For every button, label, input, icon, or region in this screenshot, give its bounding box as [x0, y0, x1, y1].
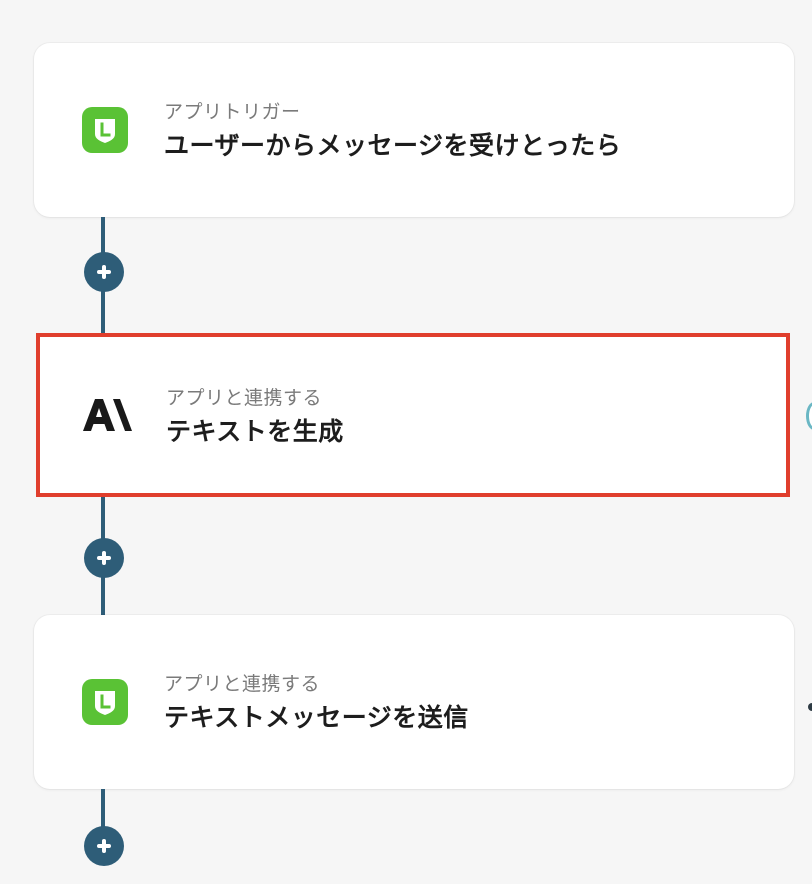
add-step-button[interactable] — [84, 252, 124, 292]
step-title: テキストメッセージを送信 — [164, 703, 469, 732]
generate-text-step-card[interactable]: アプリと連携する テキストを生成 — [36, 333, 790, 497]
step-type-label: アプリと連携する — [166, 387, 323, 409]
step-title: ユーザーからメッセージを受けとったら — [164, 131, 622, 160]
side-handle-dot[interactable] — [808, 703, 812, 711]
add-step-button[interactable] — [84, 538, 124, 578]
step-type-label: アプリと連携する — [164, 673, 321, 695]
add-step-button[interactable] — [84, 826, 124, 866]
step-type-label: アプリトリガー — [164, 101, 301, 123]
flow-connector — [101, 789, 105, 839]
trigger-step-card[interactable]: アプリトリガー ユーザーからメッセージを受けとったら — [34, 43, 794, 217]
step-title: テキストを生成 — [166, 417, 344, 446]
send-message-step-card[interactable]: アプリと連携する テキストメッセージを送信 — [34, 615, 794, 789]
side-handle-dot[interactable] — [806, 402, 812, 430]
line-app-icon — [82, 679, 128, 725]
anthropic-logo-icon — [80, 391, 136, 437]
line-app-icon — [82, 107, 128, 153]
